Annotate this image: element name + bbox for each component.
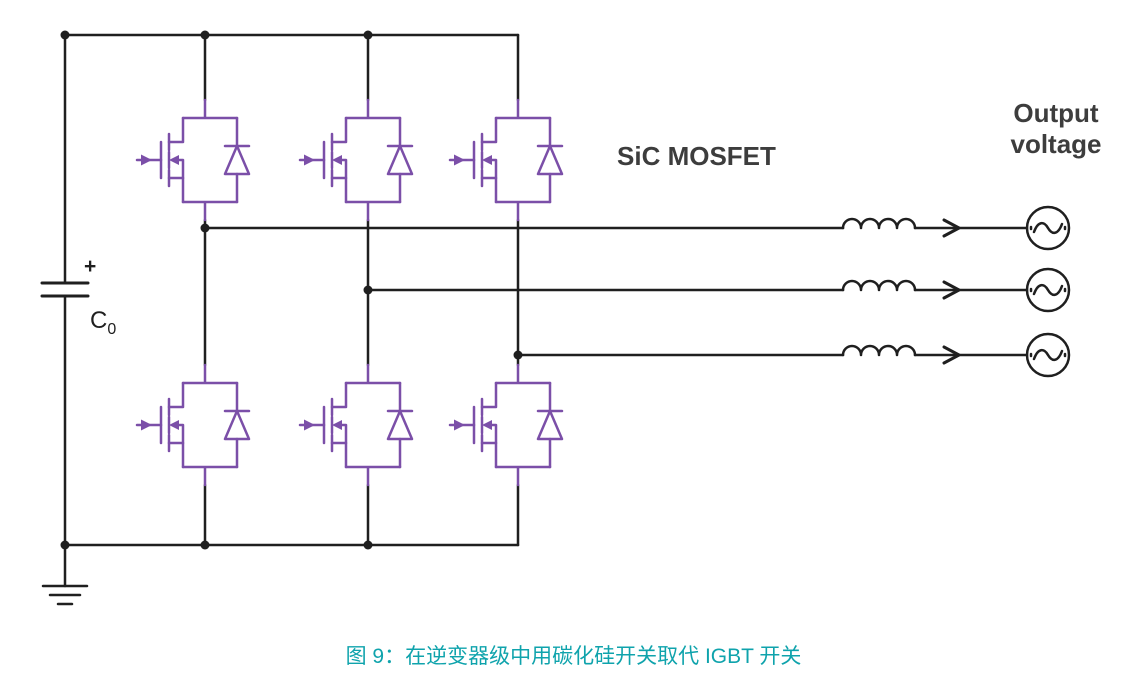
mosfet-low-side-1 bbox=[135, 363, 251, 487]
svg-text:Output: Output bbox=[1013, 98, 1099, 128]
ground-symbol bbox=[41, 543, 89, 606]
arrow-right-icon-a bbox=[942, 218, 961, 238]
junction-dots bbox=[60, 30, 523, 550]
mosfet-high-side-3 bbox=[448, 98, 564, 222]
arrow-right-icon-c bbox=[942, 345, 961, 365]
capacitor-polarity-label: + bbox=[84, 255, 96, 278]
capacitor-label: C0 bbox=[90, 307, 116, 338]
dc-link-capacitor: + C0 bbox=[40, 33, 116, 547]
output-phase-b bbox=[366, 267, 1071, 313]
sic-mosfet-label: SiC MOSFET bbox=[617, 141, 776, 171]
arrow-right-icon-b bbox=[942, 280, 961, 300]
figure-caption: 图 9：在逆变器级中用碳化硅开关取代 IGBT 开关 bbox=[345, 645, 802, 668]
output-phase-c bbox=[516, 332, 1071, 378]
ac-source-symbol-c bbox=[1025, 332, 1071, 378]
ac-source-symbol-a bbox=[1025, 205, 1071, 251]
ac-source-symbol-b bbox=[1025, 267, 1071, 313]
phase-leg-3 bbox=[448, 33, 564, 547]
output-phase-a bbox=[203, 205, 1071, 251]
svg-text:voltage: voltage bbox=[1010, 129, 1101, 159]
inductor-symbol-b bbox=[841, 279, 917, 292]
mosfet-low-side-2 bbox=[298, 363, 414, 487]
inductor-symbol-a bbox=[841, 217, 917, 230]
mosfet-high-side-2 bbox=[298, 98, 414, 222]
mosfet-low-side-3 bbox=[448, 363, 564, 487]
output-voltage-label: Output voltage bbox=[1010, 98, 1101, 159]
mosfet-high-side-1 bbox=[135, 98, 251, 222]
inductor-symbol-c bbox=[841, 344, 917, 357]
phase-leg-1 bbox=[135, 33, 251, 547]
